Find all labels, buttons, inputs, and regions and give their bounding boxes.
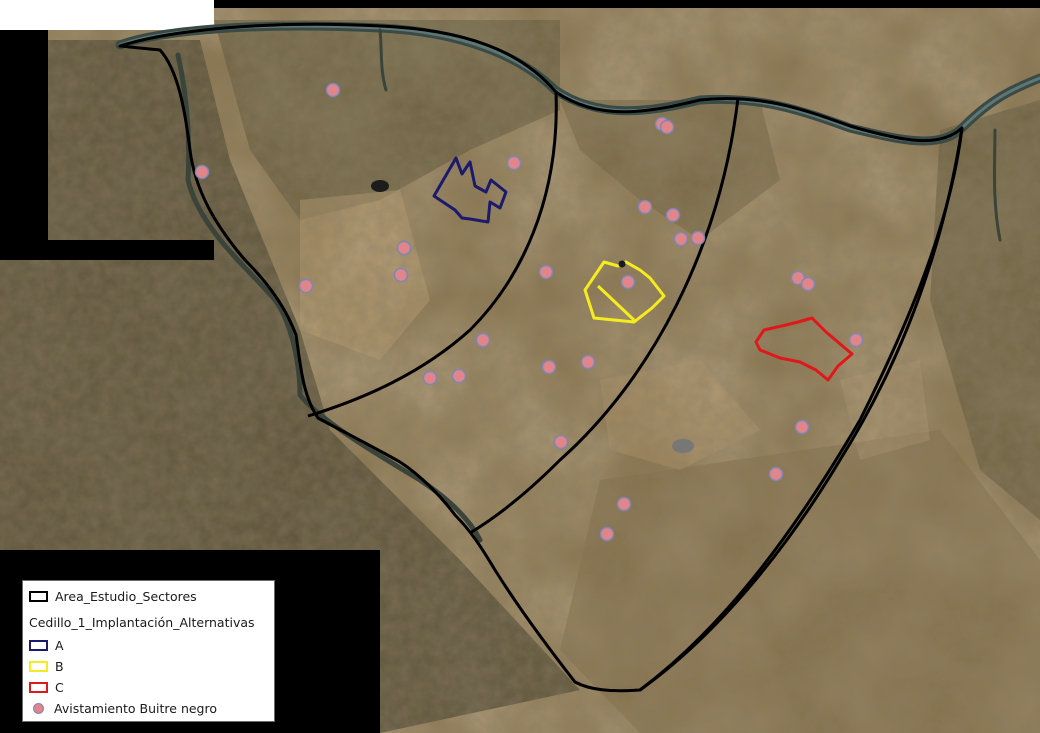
sighting-point[interactable]: [673, 231, 689, 247]
legend-group-title: Cedillo_1_Implantación_Alternativas: [29, 613, 255, 631]
legend-item-alt-a[interactable]: A: [29, 636, 64, 654]
sighting-point[interactable]: [690, 230, 706, 246]
no-data-corner: [0, 0, 214, 30]
legend-label-alt-b: B: [55, 658, 64, 674]
sector-line-1[interactable]: [307, 91, 558, 418]
sighting-point[interactable]: [538, 264, 554, 280]
sighting-point[interactable]: [800, 276, 816, 292]
sighting-point[interactable]: [194, 164, 210, 180]
legend-item-alt-b[interactable]: B: [29, 657, 64, 675]
alternative-b-polygon[interactable]: [583, 260, 666, 324]
sighting-point[interactable]: [665, 207, 681, 223]
sighting-point[interactable]: [620, 274, 636, 290]
study-area-sectors: [118, 22, 964, 693]
sighting-point[interactable]: [580, 354, 596, 370]
sighting-point[interactable]: [848, 332, 864, 348]
legend-label-alt-c: C: [55, 679, 64, 695]
legend-group-label: Cedillo_1_Implantación_Alternativas: [29, 614, 255, 630]
sighting-point[interactable]: [451, 368, 467, 384]
alternative-b-marker: [618, 260, 626, 268]
legend-label-study-area: Area_Estudio_Sectores: [55, 588, 197, 604]
sighting-point[interactable]: [422, 370, 438, 386]
sighting-point[interactable]: [599, 526, 615, 542]
sighting-point[interactable]: [659, 119, 675, 135]
sighting-point[interactable]: [475, 332, 491, 348]
legend-label-alt-a: A: [55, 637, 64, 653]
sighting-point[interactable]: [396, 240, 412, 256]
sighting-point[interactable]: [768, 466, 784, 482]
legend-label-sightings: Avistamiento Buitre negro: [54, 700, 218, 716]
sighting-point[interactable]: [541, 359, 557, 375]
sighting-point[interactable]: [506, 155, 522, 171]
yellow-outline-rect-icon: [29, 660, 48, 672]
sighting-point[interactable]: [393, 267, 409, 283]
legend-item-alt-c[interactable]: C: [29, 678, 64, 696]
navy-outline-rect-icon: [29, 639, 48, 651]
sighting-point[interactable]: [298, 278, 314, 294]
map-legend: Area_Estudio_Sectores Cedillo_1_Implanta…: [22, 580, 275, 722]
red-outline-rect-icon: [29, 681, 48, 693]
legend-item-sightings[interactable]: Avistamiento Buitre negro: [29, 699, 217, 717]
sightings-layer: [194, 82, 864, 542]
sector-line-2[interactable]: [469, 97, 740, 535]
alternative-c-polygon[interactable]: [754, 316, 854, 382]
sighting-point[interactable]: [616, 496, 632, 512]
sighting-point[interactable]: [637, 199, 653, 215]
sighting-point[interactable]: [794, 419, 810, 435]
sighting-point[interactable]: [325, 82, 341, 98]
alternative-a-polygon[interactable]: [432, 156, 508, 224]
sighting-point[interactable]: [553, 434, 569, 450]
sector-line-3[interactable]: [639, 127, 964, 692]
pink-circle-icon: [33, 702, 44, 714]
black-outline-rect-icon: [29, 590, 48, 602]
legend-item-study-area[interactable]: Area_Estudio_Sectores: [29, 587, 197, 605]
